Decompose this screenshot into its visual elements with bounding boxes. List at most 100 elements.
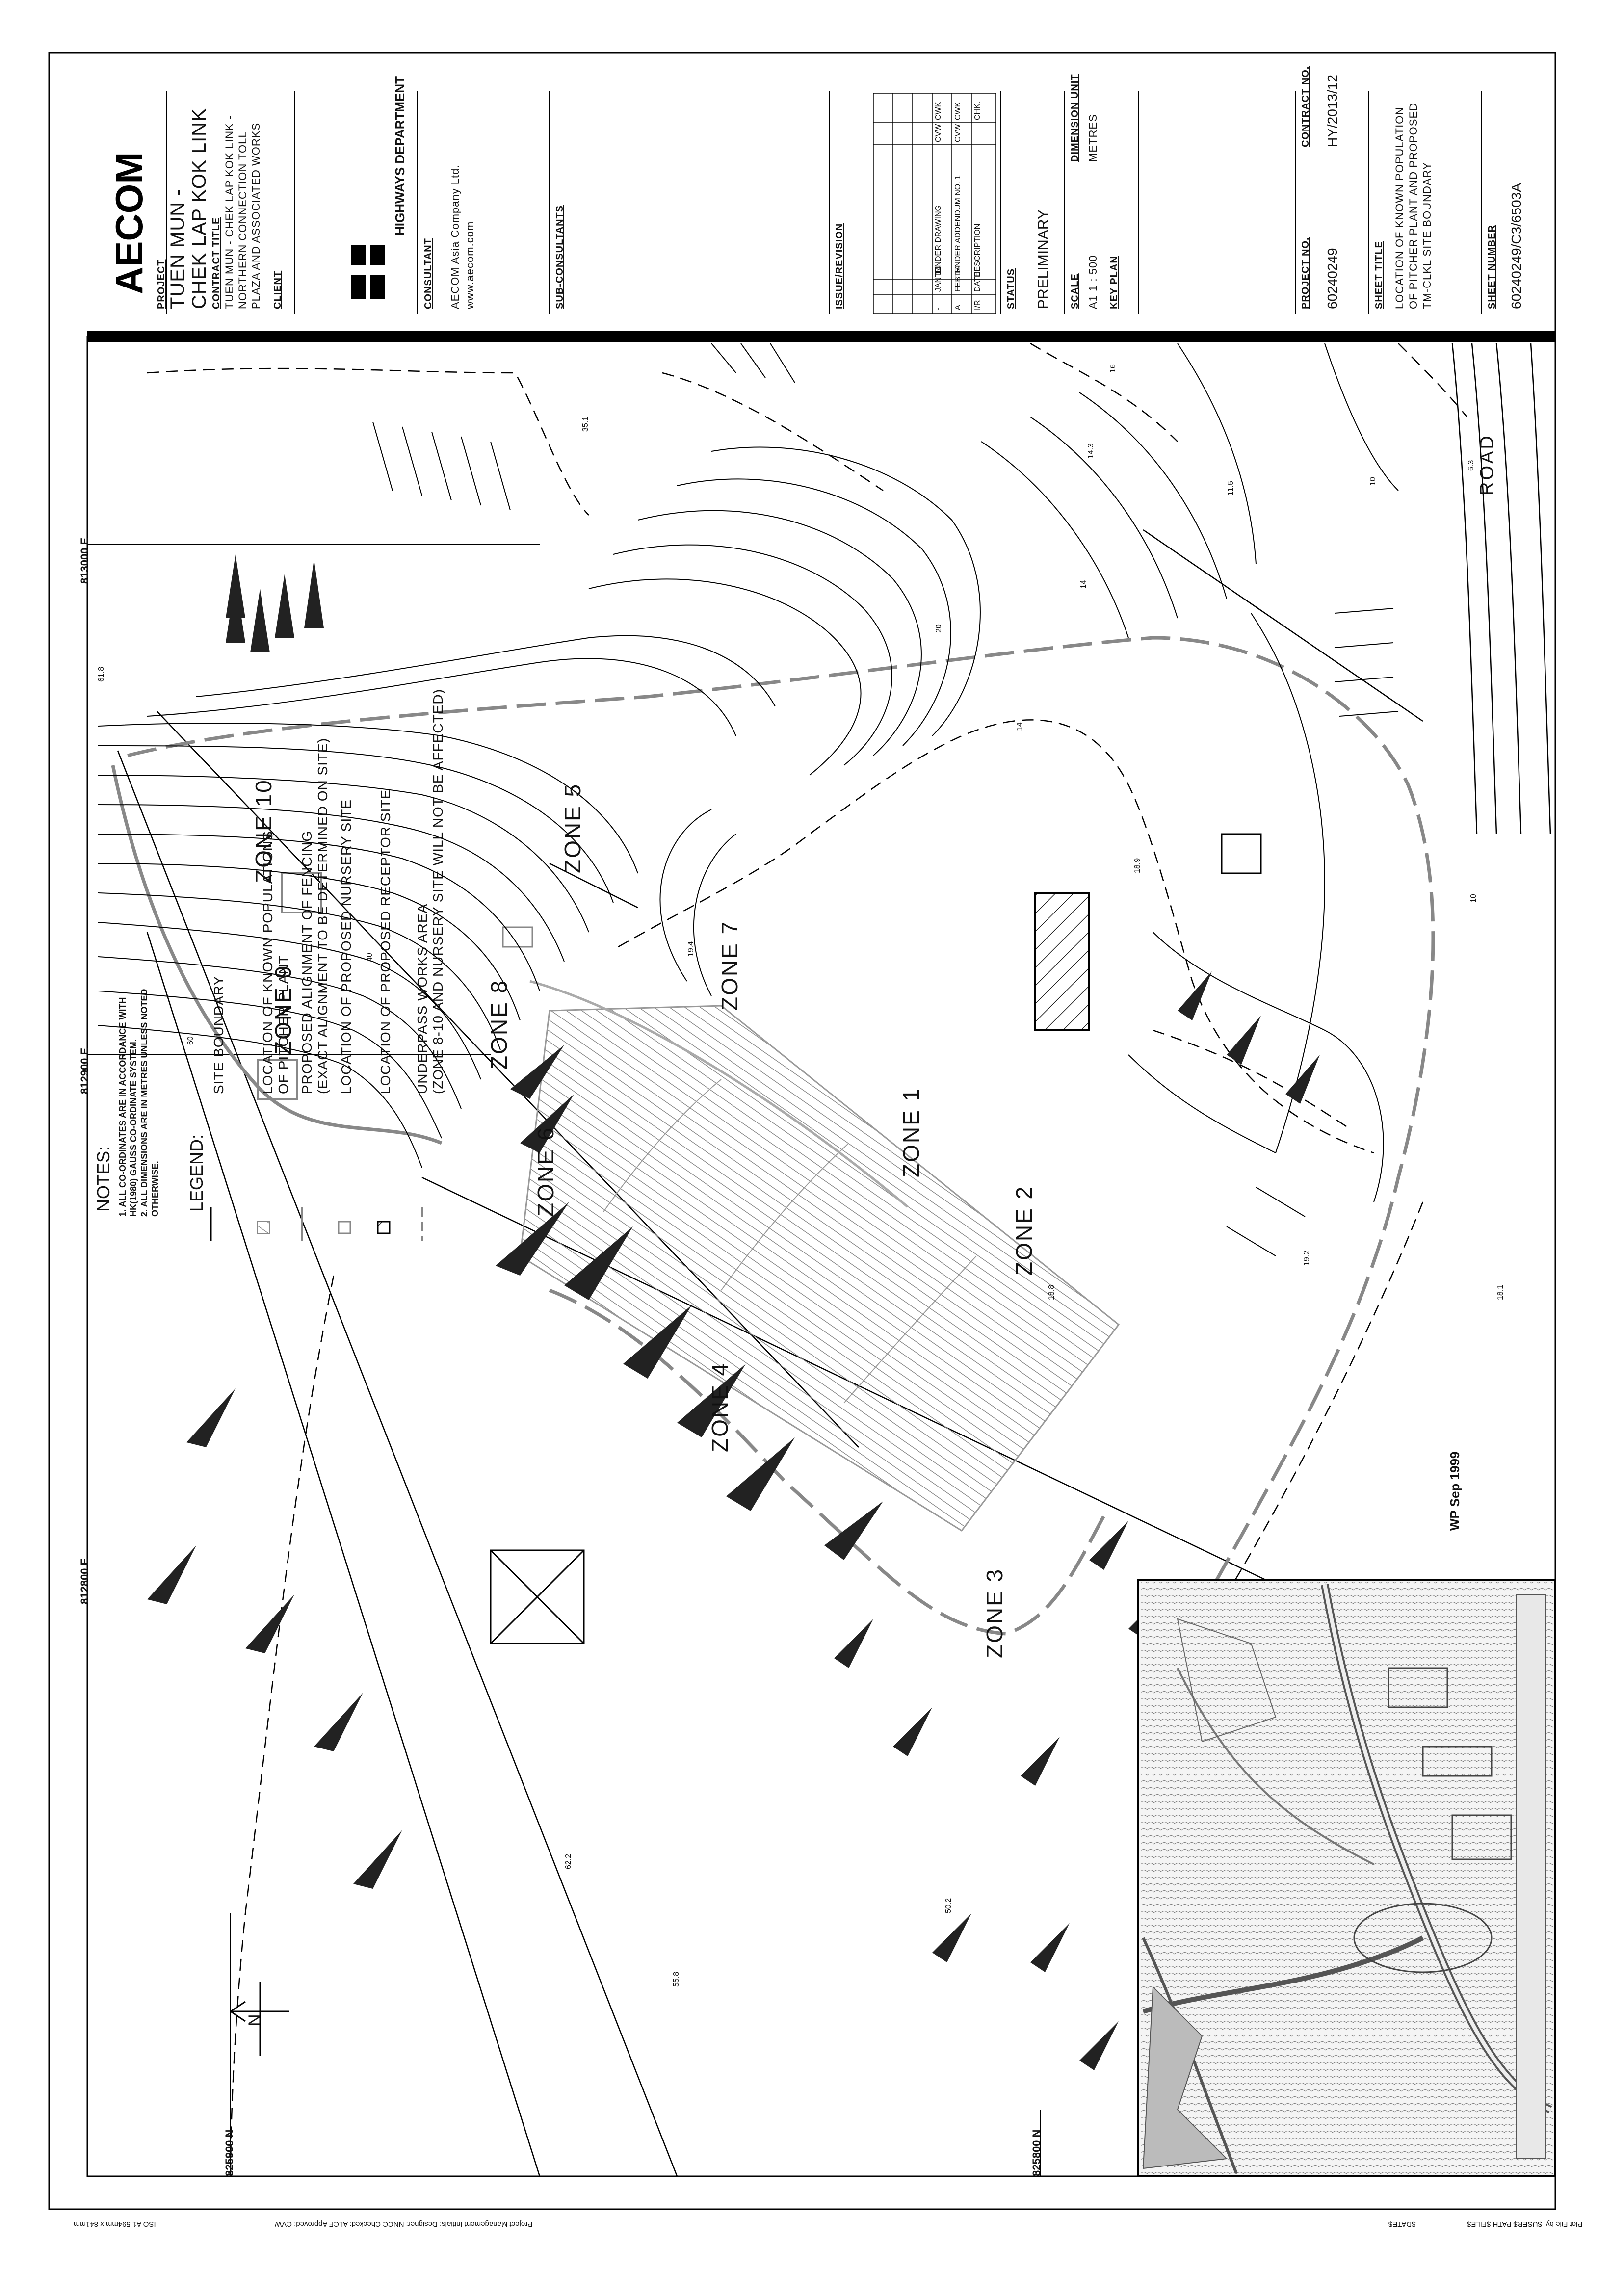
contour-label-10b: 10	[1469, 894, 1478, 903]
crossed-square	[490, 1549, 585, 1644]
svg-text:AECOM: AECOM	[107, 152, 151, 294]
spot-level-2: 19.4	[687, 941, 695, 957]
issue-revision-label: ISSUE/REVISION	[834, 223, 845, 309]
zone-9-box	[257, 1059, 298, 1100]
contour-label-40: 40	[366, 953, 374, 962]
rev-0-description: TENDER DRAWING	[934, 205, 943, 277]
contour-label-60: 60	[186, 1036, 195, 1045]
grid-813000e: 813000 E	[79, 537, 91, 584]
legend-receptor: LOCATION OF PROPOSED RECEPTOR SITE	[378, 789, 393, 1094]
legend-fencing-2: (EXACT ALIGNMENT TO BE DETERMINED ON SIT…	[315, 737, 330, 1094]
sheet-title-label: SHEET TITLE	[1374, 241, 1385, 309]
zone-1-label: ZONE 1	[898, 1087, 924, 1177]
project-name-1: TUEN MUN -	[167, 188, 188, 309]
slope-hachures	[147, 554, 1320, 2070]
rev-0: -	[934, 307, 943, 310]
spot-level-7: 61.8	[97, 666, 105, 682]
aecom-logo: AECOM	[107, 152, 151, 294]
consultant-label: CONSULTANT	[423, 238, 434, 309]
zone-5-label: ZONE 5	[560, 783, 585, 873]
legend-underpass-2: (ZONE 8-10 AND NURSERY SITE WILL NOT BE …	[430, 689, 445, 1094]
map-content	[87, 342, 1551, 2177]
rev-header-chk: CHK.	[973, 101, 982, 120]
north-label: N	[245, 2014, 264, 2026]
contour-label-10a: 10	[1369, 477, 1377, 486]
scale-label: SCALE	[1070, 273, 1080, 309]
legend-fencing-1: PROPOSED ALIGNMENT OF FENCING	[299, 830, 314, 1094]
spot-level-10: 62.2	[564, 1853, 573, 1869]
fence-alignment	[111, 765, 443, 1145]
spot-level-1: 35.1	[581, 416, 590, 432]
sheet-title-3: TM-CLKL SITE BOUNDARY	[1421, 162, 1433, 309]
zone-dividers	[603, 1079, 977, 1404]
zone-4-label: ZONE 4	[707, 1361, 733, 1452]
footer-people: Project Management Initials: Designer: N…	[275, 2220, 533, 2228]
subconsultants-label: SUB-CONSULTANTS	[554, 205, 565, 309]
footer-plot-file: Plot File by: $USER$ PATH $FILE$	[1467, 2220, 1583, 2228]
key-plan-label: KEY PLAN	[1109, 256, 1120, 309]
zone-7-label: ZONE 7	[717, 920, 742, 1011]
spot-level-13: 6.3	[1467, 460, 1475, 471]
road-edges	[1451, 343, 1551, 835]
project-no-label: PROJECT NO.	[1300, 237, 1311, 309]
client-label: CLIENT	[272, 270, 283, 309]
dashed-lines	[147, 342, 1467, 2177]
spot-level-8: 55.8	[672, 1971, 681, 1987]
consultant-web: www.aecom.com	[464, 221, 476, 309]
footer-paper: ISO A1 594mm x 841mm	[74, 2220, 156, 2228]
spot-level-5: 19.2	[1303, 1250, 1311, 1266]
grid-812800e: 812800 E	[79, 1558, 91, 1604]
consultant-name: AECOM Asia Company Ltd.	[449, 164, 461, 309]
project-label: PROJECT	[156, 259, 167, 309]
notes-heading: NOTES:	[93, 1146, 113, 1212]
spot-level-6: 18.1	[1496, 1284, 1505, 1300]
grid-825900n: 825900 N	[223, 2129, 236, 2176]
nursery-site	[281, 872, 322, 913]
contour-label-16: 16	[1109, 364, 1117, 373]
rev-0-by: CVW	[934, 124, 943, 142]
dimension-unit-value: METRES	[1087, 114, 1099, 162]
spot-level-3: 18.9	[1133, 858, 1142, 873]
contract-no-value: HY/2013/12	[1325, 75, 1340, 147]
contract-title-label: CONTRACT TITLE	[211, 217, 222, 309]
revision-table	[873, 93, 996, 314]
zone-3-label: ZONE 3	[982, 1567, 1007, 1658]
rev-a: A	[954, 305, 962, 310]
contour-label-14a: 14	[1079, 580, 1088, 589]
contour-label-14b: 14	[1016, 722, 1024, 731]
project-name-2: CHEK LAP KOK LINK	[188, 108, 210, 309]
north-arrow	[230, 1982, 289, 2056]
hyd-logo	[351, 245, 385, 299]
receptor-site	[1034, 892, 1090, 1031]
grid-825800n: 825800 N	[1030, 2129, 1043, 2176]
rev-header-description: DESCRIPTION	[973, 223, 982, 277]
zone-8-box	[502, 926, 533, 948]
rev-a-chk: CWK	[954, 102, 962, 120]
sheet-title-1: LOCATION OF KNOWN POPULATION	[1393, 106, 1406, 309]
slope-ticks	[372, 343, 1399, 1256]
note-1a: 1. ALL CO-ORDINATES ARE IN ACCORDANCE WI…	[118, 997, 128, 1217]
legend-site-boundary: SITE BOUNDARY	[211, 975, 226, 1094]
note-2a: 2. ALL DIMENSIONS ARE IN METRES UNLESS N…	[139, 989, 149, 1217]
zone-2-label: ZONE 2	[1011, 1185, 1037, 1276]
zone-9-label: ZONE 9	[270, 964, 296, 1055]
zone-6-label: ZONE 6	[533, 1126, 558, 1217]
grid-812900e: 812900 E	[79, 1047, 91, 1094]
spot-level-4: 18.8	[1048, 1284, 1056, 1300]
footer-dates: $DATE$	[1388, 2220, 1416, 2228]
scale-value: A1 1 : 500	[1087, 255, 1099, 309]
rev-header-rev: I/R	[973, 300, 982, 310]
note-1b: HK(1980) GAUSS CO-ORDINATE SYSTEM.	[129, 1039, 138, 1217]
sheet-title-2: OF PITCHER PLANT AND PROPOSED	[1407, 102, 1419, 309]
note-2b: OTHERWISE.	[150, 1161, 160, 1217]
zone-boundary-line	[529, 980, 909, 1208]
legend-nursery: LOCATION OF PROPOSED NURSERY SITE	[339, 799, 354, 1094]
zone-10-label: ZONE 10	[251, 779, 276, 883]
sheet-number-value: 60240249/C3/6503A	[1509, 183, 1524, 309]
rev-0-chk: CWK	[934, 102, 943, 120]
contours	[98, 343, 1399, 1202]
title-block-separators	[166, 91, 1482, 314]
spot-level-11: 11.5	[1227, 481, 1235, 496]
